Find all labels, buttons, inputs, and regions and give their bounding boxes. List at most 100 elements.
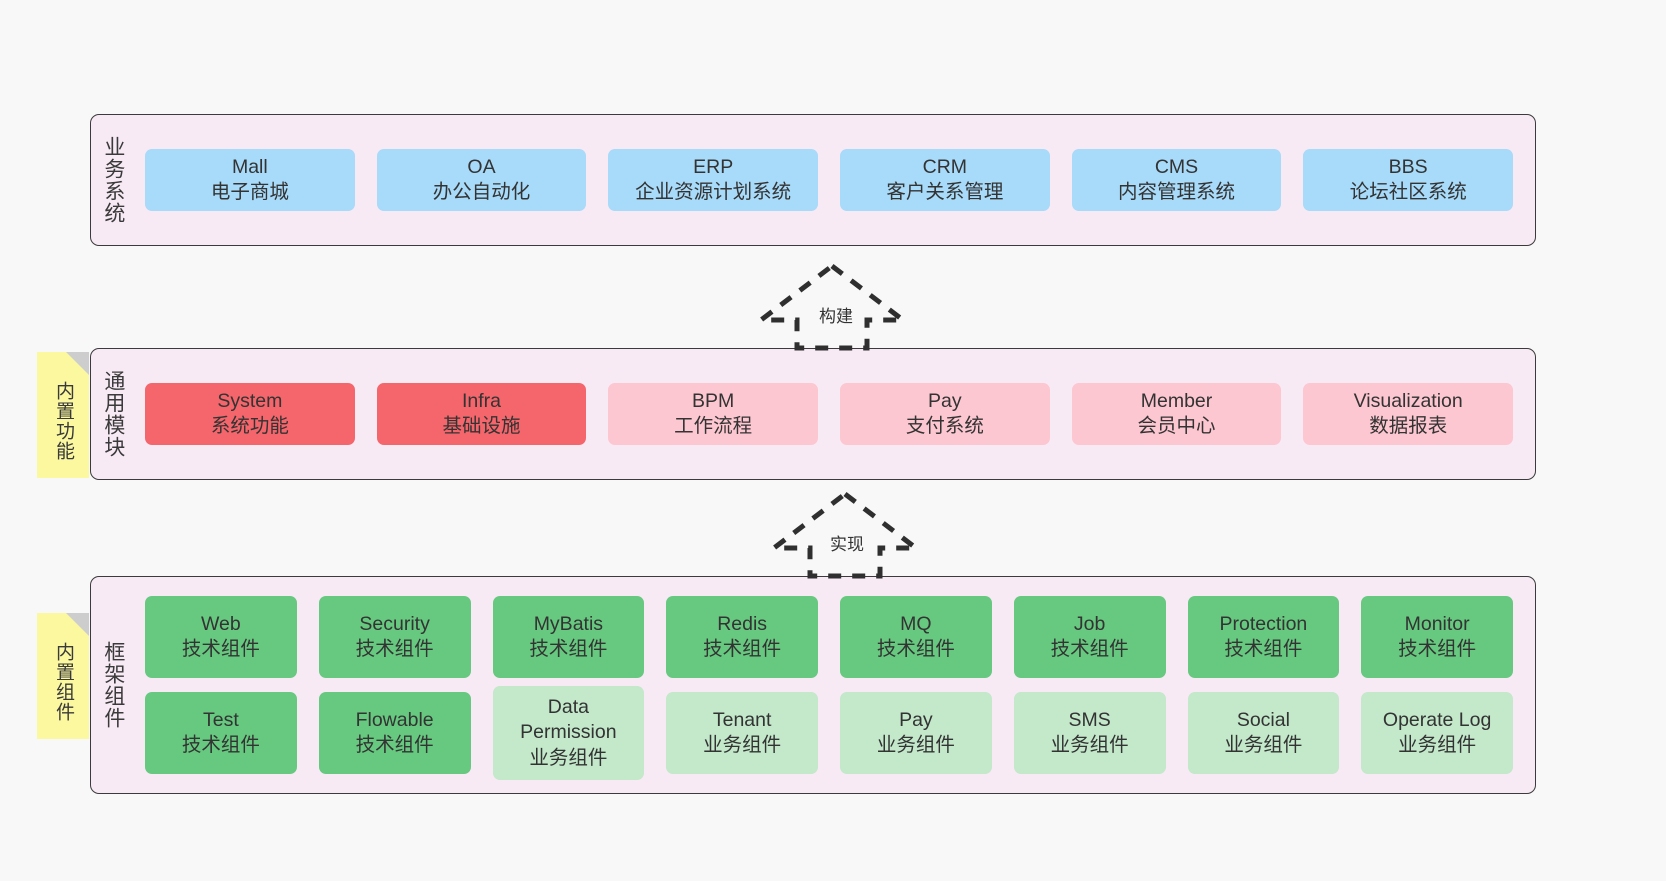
node-tenant-cn: 业务组件 bbox=[703, 734, 782, 756]
node-social[interactable]: Social 业务组件 bbox=[1187, 692, 1340, 774]
node-data-permission-en: Data Permission bbox=[520, 695, 617, 744]
node-mq-en: MQ bbox=[900, 612, 932, 635]
node-flowable[interactable]: Flowable 技术组件 bbox=[318, 692, 471, 774]
node-mall-cn: 电子商城 bbox=[210, 181, 289, 203]
layer-title-business-systems: 业务系统 bbox=[101, 136, 125, 224]
node-social-en: Social bbox=[1236, 708, 1290, 731]
node-test-en: Test bbox=[202, 708, 239, 731]
node-data-permission[interactable]: Data Permission 业务组件 bbox=[492, 686, 645, 780]
node-infra-en: Infra bbox=[461, 389, 502, 412]
node-social-cn: 业务组件 bbox=[1224, 734, 1303, 756]
node-oa[interactable]: OA 办公自动化 bbox=[376, 148, 587, 212]
node-operate-log-en: Operate Log bbox=[1382, 708, 1492, 731]
note-fold-corner-icon bbox=[66, 352, 89, 375]
node-oa-cn: 办公自动化 bbox=[432, 181, 531, 203]
node-redis-cn: 技术组件 bbox=[703, 638, 782, 660]
node-tenant[interactable]: Tenant 业务组件 bbox=[666, 692, 818, 774]
node-member[interactable]: Member 会员中心 bbox=[1071, 382, 1282, 446]
layer-framework-components: 框架组件 Web 技术组件 Security 技术组件 MyBatis 技术组件… bbox=[90, 576, 1536, 794]
row-common-modules: System 系统功能 Infra 基础设施 BPM 工作流程 Pay 支付系统… bbox=[145, 382, 1514, 446]
sticky-note-builtin-features-text: 内置功能 bbox=[53, 381, 75, 461]
row-business-systems: Mall 电子商城 OA 办公自动化 ERP 企业资源计划系统 CRM 客户关系… bbox=[145, 148, 1514, 212]
node-visualization[interactable]: Visualization 数据报表 bbox=[1303, 382, 1514, 446]
node-visualization-en: Visualization bbox=[1353, 389, 1463, 412]
node-bbs-cn: 论坛社区系统 bbox=[1349, 181, 1467, 203]
layer-body-common-modules: System 系统功能 Infra 基础设施 BPM 工作流程 Pay 支付系统… bbox=[135, 349, 1535, 479]
node-infra-cn: 基础设施 bbox=[442, 415, 521, 437]
node-bbs-en: BBS bbox=[1388, 155, 1428, 178]
node-pay-component-cn: 业务组件 bbox=[876, 734, 955, 756]
node-redis-en: Redis bbox=[717, 612, 768, 635]
node-data-permission-cn: 业务组件 bbox=[529, 746, 608, 769]
node-pay-module[interactable]: Pay 支付系统 bbox=[840, 382, 1050, 446]
sticky-note-builtin-components-text: 内置组件 bbox=[53, 642, 75, 722]
node-bbs[interactable]: BBS 论坛社区系统 bbox=[1303, 148, 1514, 212]
row-business-components: Test 技术组件 Flowable 技术组件 Data Permission … bbox=[145, 686, 1513, 780]
node-erp-en: ERP bbox=[693, 155, 734, 178]
node-system-cn: 系统功能 bbox=[210, 415, 289, 437]
node-crm[interactable]: CRM 客户关系管理 bbox=[840, 148, 1050, 212]
node-monitor[interactable]: Monitor 技术组件 bbox=[1361, 596, 1513, 678]
node-job-cn: 技术组件 bbox=[1050, 638, 1129, 660]
node-operate-log-cn: 业务组件 bbox=[1398, 734, 1477, 756]
layer-title-common-modules: 通用模块 bbox=[101, 370, 125, 458]
layer-body-business-systems: Mall 电子商城 OA 办公自动化 ERP 企业资源计划系统 CRM 客户关系… bbox=[135, 115, 1535, 245]
node-test-cn: 技术组件 bbox=[181, 734, 260, 756]
node-test[interactable]: Test 技术组件 bbox=[145, 692, 297, 774]
node-bpm-en: BPM bbox=[692, 389, 735, 412]
node-pay-component[interactable]: Pay 业务组件 bbox=[840, 692, 992, 774]
node-security-en: Security bbox=[359, 612, 430, 635]
layer-title-framework-components: 框架组件 bbox=[101, 641, 125, 729]
implement-arrow: 实现 bbox=[770, 490, 920, 580]
note-fold-corner-icon bbox=[66, 613, 89, 636]
layer-common-modules: 通用模块 System 系统功能 Infra 基础设施 BPM 工作流程 Pay… bbox=[90, 348, 1536, 480]
row-technical-components: Web 技术组件 Security 技术组件 MyBatis 技术组件 Redi… bbox=[145, 596, 1513, 678]
node-web-cn: 技术组件 bbox=[181, 638, 260, 660]
node-visualization-cn: 数据报表 bbox=[1369, 415, 1448, 437]
node-mybatis[interactable]: MyBatis 技术组件 bbox=[492, 596, 645, 678]
node-mq[interactable]: MQ 技术组件 bbox=[840, 596, 992, 678]
node-cms[interactable]: CMS 内容管理系统 bbox=[1071, 148, 1282, 212]
node-job-en: Job bbox=[1073, 612, 1106, 635]
node-mall-en: Mall bbox=[231, 155, 268, 178]
node-security-cn: 技术组件 bbox=[355, 638, 434, 660]
layer-body-framework-components: Web 技术组件 Security 技术组件 MyBatis 技术组件 Redi… bbox=[135, 577, 1535, 793]
node-member-cn: 会员中心 bbox=[1137, 415, 1216, 437]
node-erp[interactable]: ERP 企业资源计划系统 bbox=[608, 148, 819, 212]
node-operate-log[interactable]: Operate Log 业务组件 bbox=[1361, 692, 1513, 774]
node-mq-cn: 技术组件 bbox=[876, 638, 955, 660]
node-mybatis-en: MyBatis bbox=[533, 612, 604, 635]
node-system-en: System bbox=[217, 389, 283, 412]
node-crm-cn: 客户关系管理 bbox=[886, 181, 1004, 203]
node-web-en: Web bbox=[201, 612, 241, 635]
node-web[interactable]: Web 技术组件 bbox=[145, 596, 297, 678]
node-sms-cn: 业务组件 bbox=[1050, 734, 1129, 756]
node-member-en: Member bbox=[1140, 389, 1213, 412]
node-redis[interactable]: Redis 技术组件 bbox=[666, 596, 818, 678]
node-sms-en: SMS bbox=[1068, 708, 1111, 731]
node-protection[interactable]: Protection 技术组件 bbox=[1187, 596, 1340, 678]
node-bpm-cn: 工作流程 bbox=[674, 415, 753, 437]
node-sms[interactable]: SMS 业务组件 bbox=[1013, 692, 1166, 774]
build-arrow-label: 构建 bbox=[819, 307, 853, 326]
node-monitor-en: Monitor bbox=[1404, 612, 1470, 635]
node-protection-cn: 技术组件 bbox=[1224, 638, 1303, 660]
node-pay-component-en: Pay bbox=[899, 708, 933, 731]
sticky-note-builtin-features: 内置功能 bbox=[37, 352, 89, 478]
implement-arrow-label: 实现 bbox=[830, 535, 864, 554]
node-erp-cn: 企业资源计划系统 bbox=[635, 181, 792, 203]
node-infra[interactable]: Infra 基础设施 bbox=[376, 382, 587, 446]
node-mybatis-cn: 技术组件 bbox=[529, 638, 608, 660]
node-tenant-en: Tenant bbox=[712, 708, 772, 731]
layer-business-systems: 业务系统 Mall 电子商城 OA 办公自动化 ERP 企业资源计划系统 CRM… bbox=[90, 114, 1536, 246]
node-monitor-cn: 技术组件 bbox=[1398, 638, 1477, 660]
sticky-note-builtin-components: 内置组件 bbox=[37, 613, 89, 739]
node-pay-module-en: Pay bbox=[928, 389, 962, 412]
node-system[interactable]: System 系统功能 bbox=[145, 382, 355, 446]
node-security[interactable]: Security 技术组件 bbox=[318, 596, 471, 678]
node-mall[interactable]: Mall 电子商城 bbox=[145, 148, 355, 212]
node-bpm[interactable]: BPM 工作流程 bbox=[608, 382, 819, 446]
node-job[interactable]: Job 技术组件 bbox=[1013, 596, 1166, 678]
node-cms-cn: 内容管理系统 bbox=[1118, 181, 1236, 203]
